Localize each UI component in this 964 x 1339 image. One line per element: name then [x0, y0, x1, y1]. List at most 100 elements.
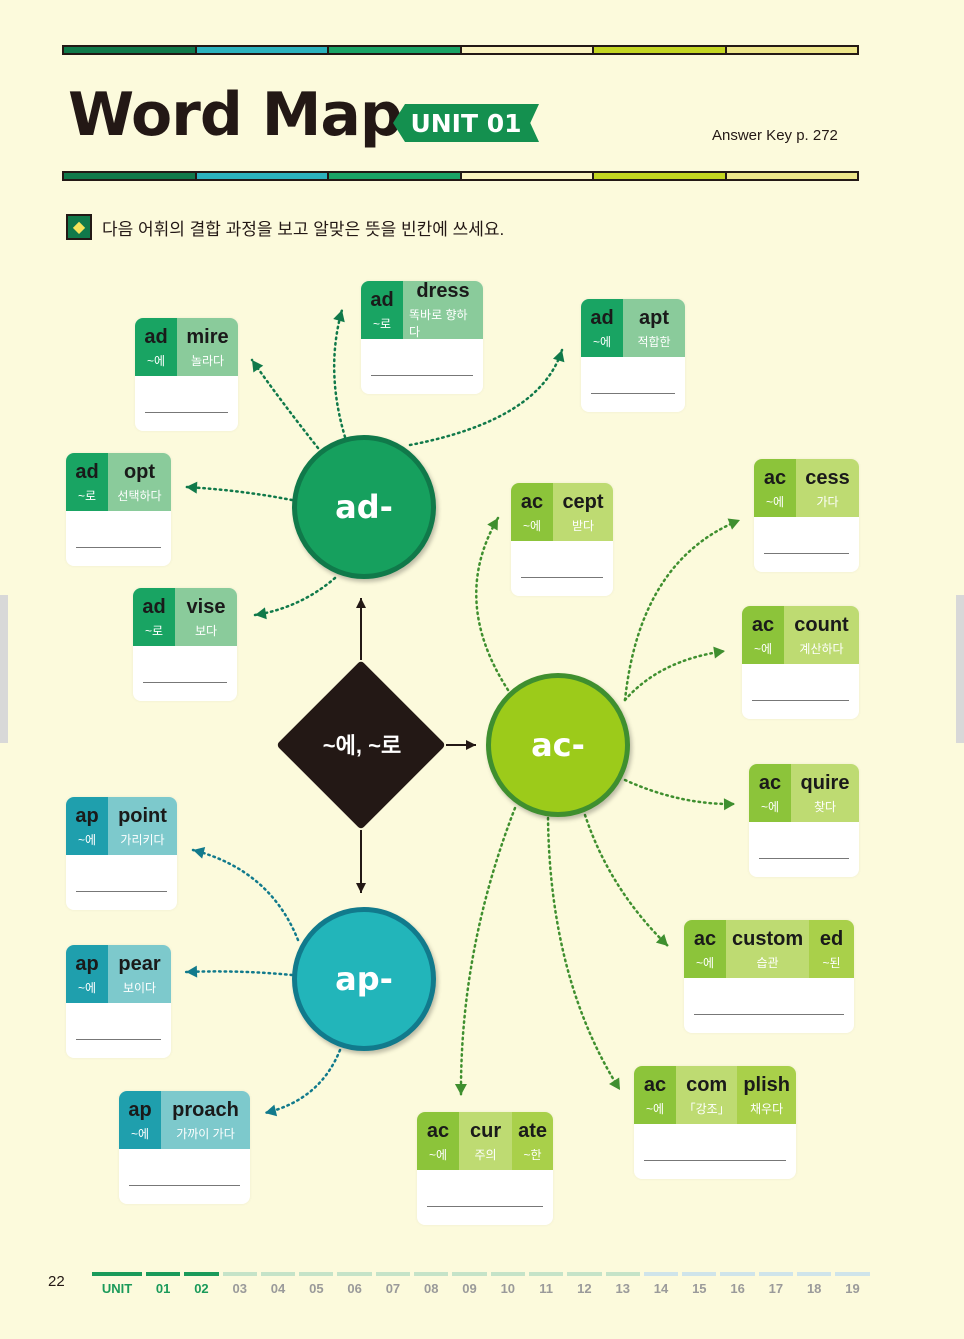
part-meaning: ~한: [523, 1147, 542, 1162]
dotted-connector: [623, 518, 742, 702]
unit-tab-05[interactable]: 05: [299, 1272, 334, 1296]
answer-blank[interactable]: [591, 393, 675, 394]
part-english: ac: [426, 1119, 450, 1142]
unit-tab-04[interactable]: 04: [260, 1272, 296, 1296]
part-english: apt: [639, 306, 669, 329]
answer-blank[interactable]: [76, 1039, 161, 1040]
answer-blank[interactable]: [129, 1185, 240, 1186]
unit-tab-06[interactable]: 06: [337, 1272, 372, 1296]
part-english: pear: [118, 952, 161, 975]
part-meaning: ~에: [695, 955, 715, 970]
part-english: ap: [128, 1098, 152, 1121]
unit-number: 05: [309, 1281, 324, 1296]
unit-tab-11[interactable]: 11: [528, 1272, 564, 1296]
answer-blank[interactable]: [76, 891, 167, 892]
unit-tab-14[interactable]: 14: [643, 1272, 679, 1296]
arrowhead-icon: [186, 481, 198, 494]
unit-tab-18[interactable]: 18: [797, 1272, 832, 1296]
unit-tab-03[interactable]: 03: [222, 1272, 257, 1296]
part-english: ed: [819, 927, 844, 950]
part-english: count: [794, 613, 849, 636]
dotted-connector: [184, 970, 294, 977]
bottom-color-bar: [62, 171, 859, 181]
answer-blank[interactable]: [143, 682, 227, 683]
unit-number: 07: [385, 1281, 401, 1296]
unit-label: UNIT: [101, 1281, 133, 1296]
word-part: ac ~에: [511, 483, 553, 541]
part-english: ac: [520, 490, 544, 513]
unit-number: 13: [615, 1281, 630, 1296]
part-meaning: 채우다: [750, 1101, 784, 1116]
unit-tab-12[interactable]: 12: [567, 1272, 602, 1296]
instruction: ◆다음 어휘의 결합 과정을 보고 알맞은 뜻을 빈칸에 쓰세요.: [66, 214, 504, 240]
word-part: ac~에: [417, 1112, 459, 1170]
part-meaning: 받다: [571, 518, 595, 533]
part-meaning: 가리키다: [120, 832, 165, 847]
part-meaning: ~에: [522, 518, 542, 533]
word-part: cept 받다: [553, 483, 613, 541]
answer-blank[interactable]: [521, 577, 603, 578]
part-meaning: ~에: [592, 334, 612, 349]
part-english: ac: [693, 927, 717, 950]
answer-blank[interactable]: [764, 553, 849, 554]
unit-tab-15[interactable]: 15: [682, 1272, 717, 1296]
part-english: proach: [172, 1098, 239, 1121]
answer-blank[interactable]: [759, 858, 849, 859]
unit-number: 10: [500, 1281, 516, 1296]
word-part: ate~한: [512, 1112, 553, 1170]
part-english: quire: [800, 771, 850, 794]
unit-tab-02[interactable]: 02: [184, 1272, 219, 1296]
unit-tab-13[interactable]: 13: [605, 1272, 640, 1296]
part-meaning: 습관: [756, 955, 779, 970]
word-part: ac~에: [754, 459, 796, 517]
part-meaning: ~에: [146, 353, 166, 368]
arrowhead-icon: [713, 646, 725, 659]
part-english: cept: [562, 490, 604, 513]
dotted-connector: [583, 813, 670, 948]
unit-number: 14: [653, 1281, 669, 1296]
unit-tab-16[interactable]: 16: [720, 1272, 755, 1296]
unit-tab-01[interactable]: 01: [146, 1272, 181, 1296]
unit-number: 04: [270, 1281, 286, 1296]
answer-blank[interactable]: [427, 1206, 543, 1207]
answer-blank[interactable]: [145, 412, 228, 413]
answer-blank[interactable]: [694, 1014, 844, 1015]
unit-tab-08[interactable]: 08: [414, 1272, 449, 1296]
right-page-tab: [956, 595, 964, 743]
arrowhead-icon: [333, 310, 345, 323]
part-english: opt: [123, 460, 156, 483]
instruction-text: 다음 어휘의 결합 과정을 보고 알맞은 뜻을 빈칸에 쓰세요.: [102, 219, 505, 239]
arrowhead-icon: [655, 934, 668, 946]
unit-number: 15: [692, 1281, 707, 1296]
word-part: ad~로: [66, 453, 108, 511]
word-part: ed ~된: [809, 920, 854, 978]
unit-tab-09[interactable]: 09: [452, 1272, 487, 1296]
answer-blank[interactable]: [371, 375, 473, 376]
unit-tab-10[interactable]: 10: [490, 1272, 525, 1296]
answer-blank[interactable]: [644, 1160, 786, 1161]
word-part: ac~에: [634, 1066, 676, 1124]
answer-blank[interactable]: [76, 547, 161, 548]
node-ap: ap-: [292, 907, 436, 1051]
unit-number: 16: [730, 1281, 745, 1296]
dotted-connector: [408, 348, 564, 447]
part-meaning: ~된: [822, 955, 841, 970]
unit-number: 18: [806, 1281, 822, 1296]
answer-blank[interactable]: [752, 700, 849, 701]
arrowhead-icon: [723, 798, 735, 811]
unit-number: 19: [845, 1281, 860, 1296]
arrowhead-icon: [727, 518, 740, 530]
unit-tab-07[interactable]: 07: [375, 1272, 411, 1296]
unit-tab-19[interactable]: 19: [835, 1272, 870, 1296]
part-meaning: ~에: [760, 799, 780, 814]
unit-tab-17[interactable]: 17: [758, 1272, 794, 1296]
